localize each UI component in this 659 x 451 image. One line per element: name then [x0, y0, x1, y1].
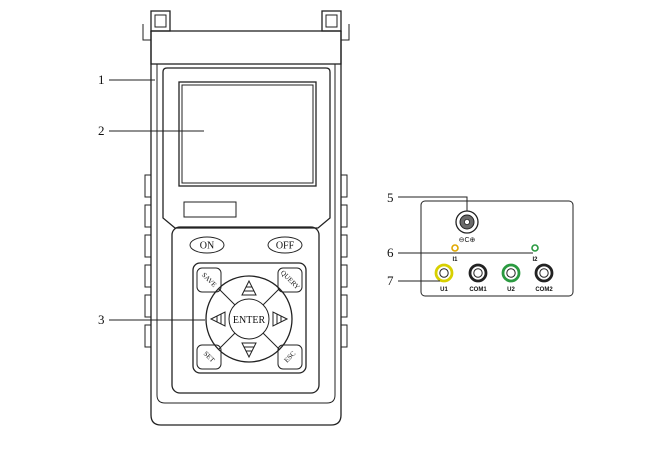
dc-input-jack[interactable]: [455, 210, 479, 234]
lcd-screen: [178, 81, 317, 187]
connector-panel: [420, 200, 574, 297]
dc-polarity-label: ⊖C⊕: [459, 237, 476, 244]
callout-6: 6: [387, 245, 533, 260]
keypad-surround: [192, 262, 307, 374]
up-button[interactable]: [241, 279, 257, 296]
outer-shell: [150, 31, 342, 426]
u1-jack[interactable]: [434, 263, 454, 283]
left-button[interactable]: [209, 311, 226, 327]
com1-label: COM1: [469, 287, 487, 293]
set-button-label: SET: [202, 350, 217, 365]
on-button-label: ON: [200, 241, 214, 252]
callout-2: 2: [98, 123, 204, 138]
direction-pad: [205, 275, 293, 363]
esc-button[interactable]: ESC: [277, 344, 303, 370]
callout-5-label: 5: [387, 190, 394, 205]
query-button[interactable]: QUERY: [277, 267, 303, 293]
u2-label: U2: [507, 287, 515, 293]
off-button[interactable]: OFF: [267, 236, 303, 254]
enter-button-label: ENTER: [233, 315, 266, 326]
i2-jack[interactable]: [531, 244, 539, 252]
device-body: [142, 10, 350, 426]
callout-3-label: 3: [98, 312, 105, 327]
callout-7: 7: [387, 273, 440, 288]
callout-2-label: 2: [98, 123, 105, 138]
right-clip: [321, 10, 342, 32]
save-button[interactable]: SAVE: [196, 267, 222, 293]
left-arrow-icon: [209, 311, 226, 327]
display-bezel: [162, 67, 331, 229]
right-button[interactable]: [272, 311, 289, 327]
callout-7-label: 7: [387, 273, 394, 288]
keypad-panel: [171, 226, 320, 394]
save-button-label: SAVE: [200, 271, 218, 289]
callout-1-label: 1: [98, 72, 105, 87]
up-arrow-icon: [241, 279, 257, 296]
callout-3: 3: [98, 312, 205, 327]
u1-label: U1: [440, 287, 448, 293]
u2-jack[interactable]: [501, 263, 521, 283]
i2-label: I2: [532, 257, 538, 263]
com2-jack[interactable]: [534, 263, 554, 283]
callout-6-label: 6: [387, 245, 394, 260]
esc-button-label: ESC: [283, 349, 298, 364]
top-band: [150, 30, 342, 65]
i1-jack[interactable]: [451, 244, 459, 252]
com2-label: COM2: [535, 287, 553, 293]
down-arrow-icon: [241, 342, 257, 359]
i1-label: I1: [452, 257, 458, 263]
right-arrow-icon: [272, 311, 289, 327]
off-button-label: OFF: [276, 241, 295, 252]
down-button[interactable]: [241, 342, 257, 359]
enter-button[interactable]: ENTER: [233, 315, 266, 326]
left-clip: [150, 10, 171, 32]
on-button[interactable]: ON: [189, 236, 225, 254]
callout-5: 5: [387, 190, 468, 211]
status-window: [183, 201, 237, 218]
com1-jack[interactable]: [468, 263, 488, 283]
callout-1: 1: [98, 72, 155, 87]
query-button-label: QUERY: [279, 269, 301, 291]
